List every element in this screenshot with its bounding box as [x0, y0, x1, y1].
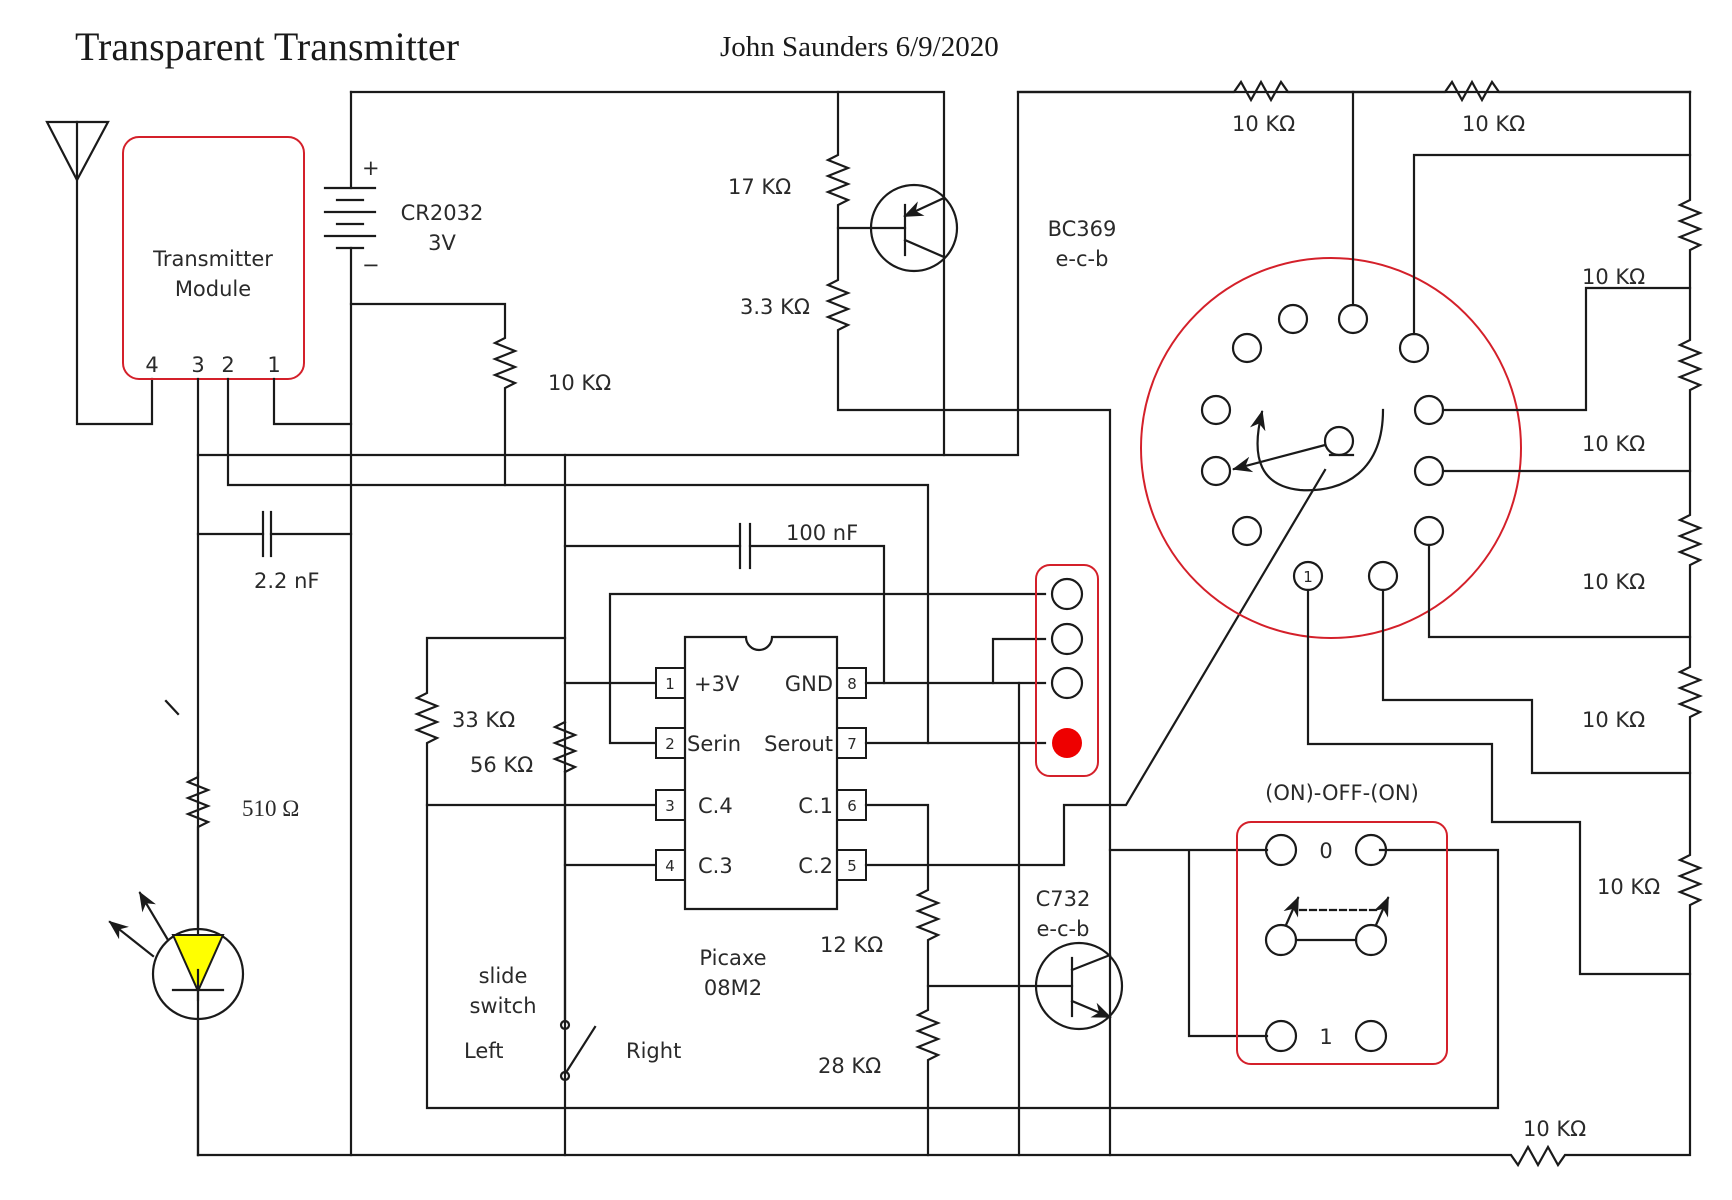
toggle-pos-1: 1 — [1319, 1025, 1332, 1049]
bc369-pinout: e-c-b — [1056, 247, 1109, 271]
rotary-position-1: 1 — [1303, 568, 1313, 586]
bc369-name: BC369 — [1048, 217, 1117, 241]
battery-name: CR2032 — [401, 201, 484, 225]
ic-pin-5-num: 5 — [847, 857, 857, 875]
header-pin-3 — [1050, 666, 1084, 700]
battery-minus: − — [362, 253, 380, 277]
transmitter-module: Transmitter Module 4 3 2 1 — [122, 136, 305, 380]
label-ladder-4: 10 KΩ — [1582, 432, 1645, 456]
transmitter-label-1: Transmitter — [152, 247, 273, 271]
slide-switch-icon — [559, 1019, 597, 1082]
label-ladder-1: 10 KΩ — [1232, 112, 1295, 136]
ic-pin-4-label: C.3 — [698, 854, 733, 878]
wire — [1412, 153, 1692, 336]
resistor-10k-pullup — [349, 302, 518, 487]
battery-icon — [323, 90, 377, 1157]
capacitor-100n-icon — [738, 522, 752, 570]
author-date: John Saunders 6/9/2020 — [720, 31, 999, 63]
programming-header — [1035, 564, 1099, 777]
transmitter-label-2: Module — [175, 277, 251, 301]
ic-pin-8-label: GND — [785, 672, 833, 696]
ic-pin-2-label: Serin — [687, 732, 741, 756]
ic-pin-7-num: 7 — [847, 735, 857, 753]
transistor-c732-icon — [926, 941, 1124, 1031]
wire — [1306, 588, 1692, 976]
battery-plus: + — [362, 156, 380, 180]
wire — [1441, 286, 1692, 412]
wire-to-rotary-wiper — [864, 468, 1327, 867]
ic-pin-1-label: +3V — [694, 672, 740, 696]
label-100n: 100 nF — [786, 521, 858, 545]
label-12k: 12 KΩ — [820, 933, 883, 957]
wire — [1381, 588, 1692, 775]
label-33k: 33 KΩ — [452, 708, 515, 732]
slide-switch-label-1: slide — [479, 964, 528, 988]
transistor-bc369-icon — [836, 183, 959, 273]
slide-switch-label-2: switch — [469, 994, 536, 1018]
wire — [991, 637, 1047, 685]
toggle-switch: 0 1 — [1236, 821, 1448, 1065]
ic-pin-8-num: 8 — [847, 675, 857, 693]
wire — [1427, 543, 1692, 639]
label-510: 510 Ω — [242, 796, 299, 821]
capacitor-2n2-icon — [261, 510, 273, 558]
header-pin-2 — [1050, 622, 1084, 656]
slide-switch-left: Left — [464, 1039, 504, 1063]
resistor-divider-12k-28k — [864, 803, 941, 1157]
module-pin-4: 4 — [145, 353, 158, 377]
toggle-pos-0: 0 — [1319, 839, 1332, 863]
module-pin-2: 2 — [221, 353, 234, 377]
ic-pin-3-label: C.4 — [698, 794, 733, 818]
ic-pin-4-num: 4 — [665, 857, 675, 875]
header-pin-1 — [1050, 577, 1084, 611]
picaxe-model: 08M2 — [704, 976, 762, 1000]
wire — [1108, 848, 1269, 1038]
ic-pin-1-num: 1 — [665, 675, 675, 693]
ic-pin-5-label: C.2 — [798, 854, 833, 878]
wire — [563, 544, 886, 685]
slide-switch-right: Right — [626, 1039, 681, 1063]
resistor-ladder-top — [1016, 79, 1692, 103]
led-icon — [108, 891, 245, 1157]
label-ladder-2: 10 KΩ — [1462, 112, 1525, 136]
label-2n2: 2.2 nF — [254, 569, 319, 593]
label-56k: 56 KΩ — [470, 753, 533, 777]
wire — [272, 377, 353, 426]
wire — [608, 592, 1047, 745]
c732-name: C732 — [1036, 887, 1091, 911]
wire — [349, 90, 946, 457]
ic-pin-2-num: 2 — [665, 735, 675, 753]
label-10k-pullup: 10 KΩ — [548, 371, 611, 395]
label-ladder-5: 10 KΩ — [1582, 570, 1645, 594]
label-ladder-6: 10 KΩ — [1582, 708, 1645, 732]
ic-pin-3-num: 3 — [665, 797, 675, 815]
ic-pin-7-label: Serout — [764, 732, 833, 756]
picaxe-ic: 1 2 3 4 5 6 7 8 +3V Serin C.4 C.3 C.2 C.… — [655, 635, 867, 911]
header-pin-4-active — [1052, 728, 1082, 758]
diagram-title: Transparent Transmitter — [75, 24, 459, 69]
label-28k: 28 KΩ — [818, 1054, 881, 1078]
toggle-switch-type: (ON)-OFF-(ON) — [1265, 781, 1419, 805]
ic-pin-6-num: 6 — [847, 797, 857, 815]
label-ladder-7: 10 KΩ — [1597, 875, 1660, 899]
picaxe-name: Picaxe — [699, 946, 766, 970]
label-17k: 17 KΩ — [728, 175, 791, 199]
rotary-switch: 1 — [1140, 257, 1522, 639]
antenna-icon — [45, 120, 154, 426]
module-pin-1: 1 — [267, 353, 280, 377]
label-ladder-8: 10 KΩ — [1523, 1117, 1586, 1141]
resistor-510 — [185, 771, 211, 930]
module-pin-3: 3 — [191, 353, 204, 377]
label-3k3: 3.3 KΩ — [740, 295, 810, 319]
ic-pin-6-label: C.1 — [798, 794, 833, 818]
resistor-divider-17k-3k3 — [825, 90, 1112, 1157]
wire — [226, 377, 930, 745]
resistor-56k — [552, 720, 578, 774]
resistor-33k — [414, 636, 1500, 1110]
label-ladder-3: 10 KΩ — [1582, 265, 1645, 289]
c732-pinout: e-c-b — [1037, 917, 1090, 941]
tick-mark — [164, 699, 180, 716]
resistor-ladder-right — [196, 90, 1703, 1168]
battery-voltage: 3V — [428, 231, 456, 255]
